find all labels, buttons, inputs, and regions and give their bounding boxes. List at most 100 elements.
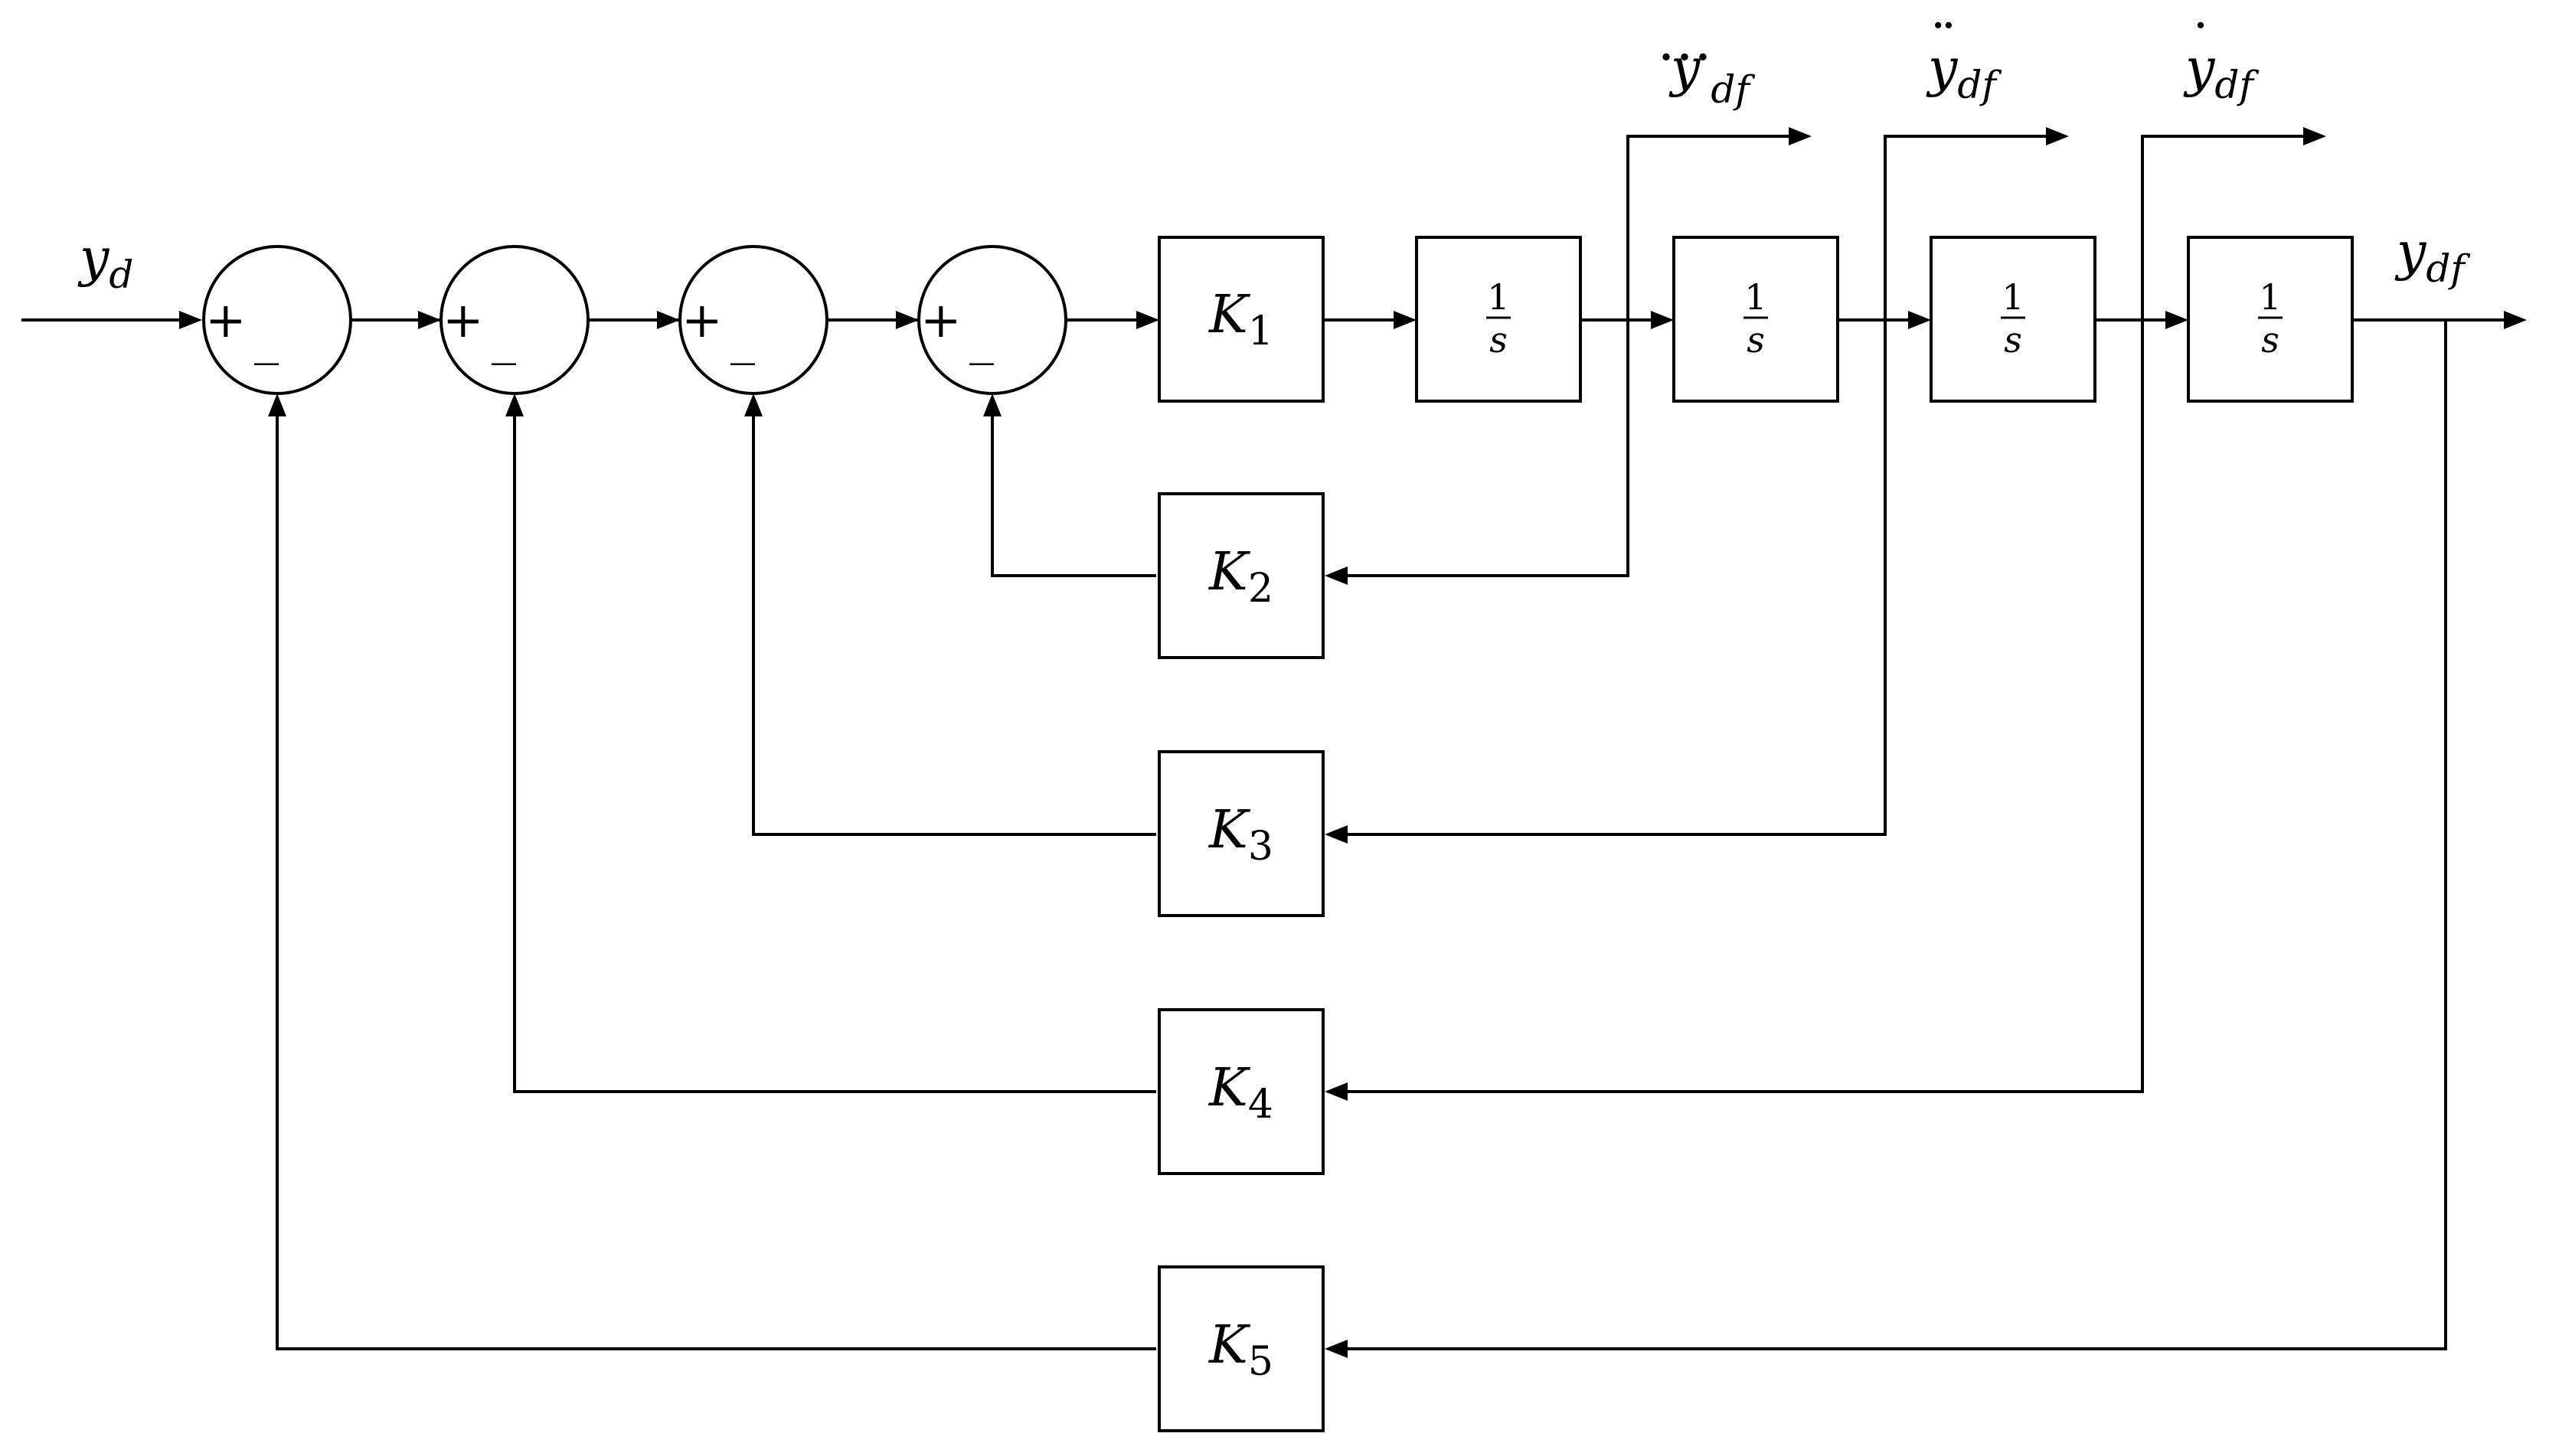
integrator-block-4: 1 s <box>2187 236 2354 403</box>
sum-minus-sign: _ <box>492 309 516 366</box>
summing-junction-4: + _ <box>917 245 1067 395</box>
svg-text:K3: K3 <box>1208 800 1273 870</box>
tap-base: y <box>1668 38 1701 99</box>
arrow-into-int1 <box>1394 311 1417 329</box>
gain-block-k1: K1 <box>1158 236 1325 403</box>
integrator-block-2: 1 s <box>1672 236 1839 403</box>
tap-accent: ¨ <box>1930 13 1957 77</box>
arrow-tap-3 <box>2303 127 2326 145</box>
gain-symbol: K <box>1208 1058 1251 1118</box>
input-label-base: y <box>77 228 110 289</box>
signal-wires <box>21 135 2519 1350</box>
tap-base: y <box>2183 38 2216 99</box>
wire-fb-k5-in <box>1348 320 2447 1350</box>
tap-sub: df <box>2214 63 2259 107</box>
svg-text:ydf: ydf <box>1926 38 2002 107</box>
arrow-tap-1 <box>1789 127 1812 145</box>
arrowheads <box>179 127 2527 1358</box>
sum-plus-sign: + <box>443 292 484 349</box>
integrator-denominator: s <box>2004 319 2022 361</box>
svg-text:ydf: ydf <box>1668 38 1755 112</box>
integrator-numerator: 1 <box>1487 276 1509 318</box>
summing-junction-3: + _ <box>678 245 828 395</box>
summing-junction-2: + _ <box>440 245 590 395</box>
integrator-denominator: s <box>2261 319 2279 361</box>
svg-text:K1: K1 <box>1208 285 1273 354</box>
integrator-numerator: 1 <box>1744 276 1766 318</box>
arrow-into-k4 <box>1325 1082 1348 1101</box>
arrow-into-sum3 <box>657 311 680 329</box>
integrator-block-3: 1 s <box>1930 236 2096 403</box>
integrator-numerator: 1 <box>2002 276 2024 318</box>
input-label-sub: d <box>109 253 133 297</box>
svg-text:K4: K4 <box>1208 1058 1273 1128</box>
arrow-into-k1 <box>1136 311 1159 329</box>
gain-block-k4: K4 <box>1158 1008 1325 1175</box>
wire-fb-k2-in <box>1348 320 1629 577</box>
output-label-base: y <box>2394 222 2427 282</box>
summing-junction-1: + _ <box>202 245 352 395</box>
sum-plus-sign: + <box>920 292 962 349</box>
tap-base: y <box>1926 38 1959 99</box>
gain-subscript: 3 <box>1248 824 1273 870</box>
tap-accent: ˙ <box>2187 13 2214 77</box>
arrow-into-sum2 <box>418 311 441 329</box>
arrow-into-int4 <box>2165 311 2188 329</box>
sum-minus-sign: _ <box>730 309 755 366</box>
sum-plus-sign: + <box>681 292 723 349</box>
wire-fb-k3-out <box>752 413 1156 836</box>
tap-sub: df <box>1957 63 2002 107</box>
arrow-into-int3 <box>1908 311 1931 329</box>
arrow-into-sum2-bottom <box>505 393 524 416</box>
gain-subscript: 5 <box>1248 1339 1273 1385</box>
sum-minus-sign: _ <box>969 309 994 366</box>
wire-fb-k4-in <box>1348 320 2144 1093</box>
arrow-into-sum1-bottom <box>268 393 286 416</box>
input-label: yd <box>77 228 133 297</box>
tap-label-3: ˙ ydf <box>2183 13 2259 107</box>
wire-fb-k4-out <box>513 413 1156 1093</box>
wire-fb-k5-out <box>276 413 1156 1350</box>
output-label: ydf <box>2394 222 2470 291</box>
gain-symbol: K <box>1208 542 1251 602</box>
arrow-tap-2 <box>2046 127 2069 145</box>
arrow-into-sum4-bottom <box>983 393 1002 416</box>
gain-subscript: 2 <box>1248 566 1273 612</box>
integrator-numerator: 1 <box>2259 276 2281 318</box>
integrator-block-1: 1 s <box>1415 236 1582 403</box>
svg-text:K5: K5 <box>1208 1315 1273 1385</box>
gain-block-k5: K5 <box>1158 1265 1325 1432</box>
arrow-into-int2 <box>1651 311 1674 329</box>
tap-label-2: ¨ ydf <box>1926 13 2002 107</box>
gain-symbol: K <box>1208 800 1251 860</box>
arrow-into-k5 <box>1325 1340 1348 1358</box>
tap-sub: df <box>1711 67 1755 112</box>
arrow-into-sum1 <box>179 311 202 329</box>
gain-symbol: K <box>1208 1315 1251 1376</box>
arrow-into-k2 <box>1325 566 1348 585</box>
gain-subscript: 4 <box>1248 1082 1273 1128</box>
svg-text:K2: K2 <box>1208 542 1273 612</box>
gain-subscript: 1 <box>1248 309 1273 354</box>
integrator-denominator: s <box>1747 319 1765 361</box>
sum-minus-sign: _ <box>254 309 279 366</box>
gain-symbol: K <box>1208 285 1251 345</box>
arrow-into-sum3-bottom <box>744 393 763 416</box>
arrow-output <box>2504 311 2527 329</box>
integrator-denominator: s <box>1489 319 1508 361</box>
wire-fb-k2-out <box>991 413 1156 577</box>
sum-plus-sign: + <box>205 292 247 349</box>
wire-tap-3 <box>2141 135 2306 320</box>
output-label-sub: df <box>2426 246 2470 291</box>
tap-accent: … <box>1657 8 1712 73</box>
arrow-into-sum4 <box>896 311 919 329</box>
wire-tap-2 <box>1884 135 2049 320</box>
gain-block-k2: K2 <box>1158 492 1325 659</box>
svg-text:ydf: ydf <box>2183 38 2259 107</box>
wire-tap-1 <box>1626 135 1792 320</box>
arrow-into-k3 <box>1325 825 1348 844</box>
wire-fb-k3-in <box>1348 320 1887 836</box>
gain-block-k3: K3 <box>1158 750 1325 917</box>
